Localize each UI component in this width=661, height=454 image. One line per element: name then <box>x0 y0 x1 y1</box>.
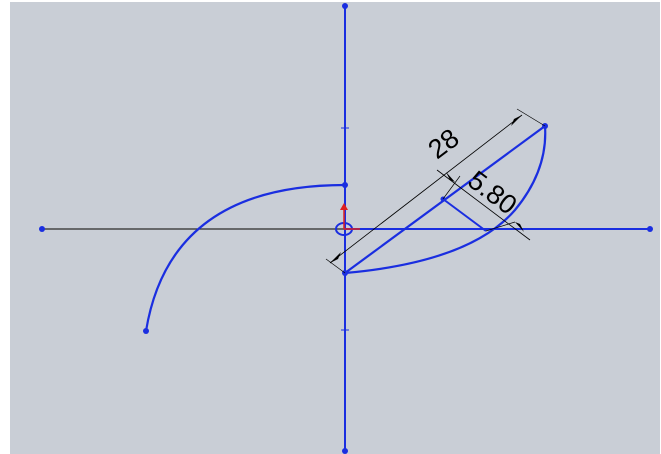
left-arc[interactable] <box>144 183 346 332</box>
axis-left-endpoint[interactable] <box>39 226 45 232</box>
dimension-arrow-icon <box>446 172 455 182</box>
chord-extension-line <box>325 258 346 274</box>
origin-y-arrowhead-icon <box>340 203 348 210</box>
arc-height-line[interactable] <box>442 198 487 232</box>
dimension-arrow-icon <box>515 222 524 232</box>
dimension-arrow-icon <box>511 115 522 126</box>
chord-extension-line <box>516 108 546 127</box>
vertical-top-endpoint[interactable] <box>342 3 348 9</box>
arc-height-extension-line <box>442 175 461 200</box>
left-arc-end-point[interactable] <box>143 328 149 334</box>
right-arc[interactable] <box>344 125 547 275</box>
chord-dimension-line[interactable] <box>329 114 523 264</box>
axis-right-endpoint[interactable] <box>647 226 653 232</box>
vertical-bottom-endpoint[interactable] <box>342 448 348 454</box>
arc-height-dimension-line[interactable] <box>436 169 531 241</box>
left-arc-start-point[interactable] <box>342 182 348 188</box>
dimension-arrow-icon <box>330 252 341 263</box>
arc-height-extension-line <box>485 221 516 232</box>
